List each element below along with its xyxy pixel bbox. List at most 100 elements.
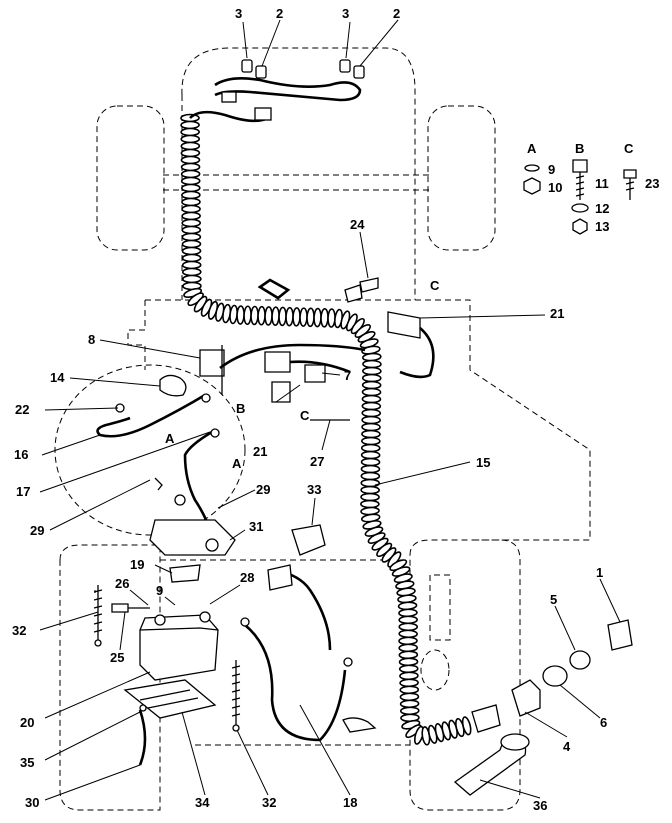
headlight-bulb-right — [339, 59, 351, 73]
label-7: 7 — [344, 368, 351, 383]
harness-coil-loop — [398, 657, 419, 667]
label-26: 26 — [115, 576, 129, 591]
hardware-group-b: B — [575, 141, 584, 156]
harness-coil-loop — [399, 685, 420, 695]
flat-washer — [571, 203, 589, 213]
headlight-bulb-left — [241, 59, 253, 73]
harness-coil-loop — [181, 183, 201, 193]
label-33: 33 — [307, 482, 321, 497]
label-9-battery: 9 — [156, 583, 163, 598]
harness-coil-loop — [278, 306, 287, 327]
label-36: 36 — [533, 798, 547, 813]
label-18: 18 — [343, 795, 357, 810]
harness-coil-loop — [461, 716, 472, 736]
headlight-connector-right — [254, 107, 272, 121]
harness-coil-loop — [271, 306, 280, 326]
label-23: 23 — [645, 176, 659, 191]
relay — [304, 364, 326, 383]
label-21-right: 21 — [550, 306, 564, 321]
washer-6 — [542, 665, 568, 687]
label-32-left: 32 — [12, 623, 26, 638]
harness-coil-loop — [306, 307, 315, 328]
harness-coil-loop — [399, 692, 420, 702]
hold-down-rod-end — [94, 639, 102, 647]
harness-coil-loop — [181, 218, 202, 228]
battery-hold-down-31 — [149, 519, 236, 556]
label-34: 34 — [195, 795, 210, 810]
harness-coil-loop — [360, 443, 381, 453]
label-5: 5 — [550, 592, 557, 607]
label-4: 4 — [563, 739, 571, 754]
lock-washer — [524, 164, 540, 172]
lead-clip — [344, 284, 363, 303]
connection-c-lower: C — [300, 408, 310, 423]
label-29-left: 29 — [30, 523, 44, 538]
clip-24 — [359, 277, 379, 293]
harness-coil-loop — [181, 253, 202, 263]
nut-5 — [569, 650, 591, 670]
harness-coil-loop — [398, 664, 419, 674]
hex-nut — [523, 177, 541, 195]
dash-components — [199, 277, 435, 421]
harness-coil-loop — [181, 260, 202, 270]
harness-coil-loop — [181, 267, 202, 277]
harness-coil-loop — [181, 225, 202, 235]
harness-coil-loop — [181, 232, 202, 242]
harness-coil-loop — [180, 134, 201, 144]
harness-coil-loop — [181, 204, 201, 214]
cable-end — [342, 717, 377, 733]
label-19: 19 — [130, 557, 144, 572]
plug — [271, 381, 291, 403]
harness-coil-loop — [398, 622, 419, 632]
label-29-right: 29 — [256, 482, 270, 497]
harness-coil-loop — [320, 308, 329, 328]
ground-cable-ring-2 — [343, 657, 353, 667]
harness-coil-loop — [264, 306, 273, 326]
battery-post-negative — [154, 614, 166, 626]
harness-coil-loop — [361, 401, 382, 411]
harness-coil-loop — [399, 699, 420, 709]
hardware-group-a: A — [527, 141, 537, 156]
label-6: 6 — [600, 715, 607, 730]
label-35: 35 — [20, 755, 34, 770]
harness-coil-loop — [361, 387, 382, 397]
screw-head — [623, 169, 637, 179]
label-28: 28 — [240, 570, 254, 585]
harness-coil-loop — [398, 650, 419, 660]
harness-coil-loop — [399, 671, 419, 681]
harness-coil-loop — [181, 239, 202, 249]
label-16: 16 — [14, 447, 28, 462]
battery-cables — [96, 374, 236, 556]
lower-components — [93, 524, 633, 796]
harness-coil-loop — [180, 148, 201, 158]
headlight-harness — [189, 59, 365, 123]
label-20: 20 — [20, 715, 34, 730]
label-21-center: 21 — [253, 444, 267, 459]
harness-coil-loop — [399, 706, 420, 716]
label-3-right: 3 — [342, 6, 349, 21]
bolt-head — [572, 159, 588, 173]
label-15: 15 — [476, 455, 490, 470]
harness-coil-loop — [360, 485, 380, 495]
hold-down-nut — [174, 494, 186, 506]
label-25: 25 — [110, 650, 124, 665]
harness-coil-loop — [243, 305, 252, 326]
harness-coil-loop — [361, 408, 382, 418]
battery-20 — [139, 614, 219, 681]
harness-coil-loop — [362, 359, 382, 369]
harness-coil-loop — [360, 492, 380, 502]
hardware-group-c: C — [624, 141, 634, 156]
harness-connector-21 — [387, 311, 421, 339]
harness-coil-loop — [299, 307, 308, 327]
harness-coil-loop — [361, 380, 382, 390]
battery-post-positive — [199, 611, 211, 623]
harness-coil-loop — [360, 457, 381, 467]
harness-coil-loop — [360, 478, 381, 488]
harness-coil-loop — [361, 415, 381, 425]
solenoid-33 — [291, 524, 326, 556]
hardware-kit — [523, 159, 637, 235]
harness-coil-loop — [236, 305, 245, 325]
label-11: 11 — [595, 176, 609, 191]
